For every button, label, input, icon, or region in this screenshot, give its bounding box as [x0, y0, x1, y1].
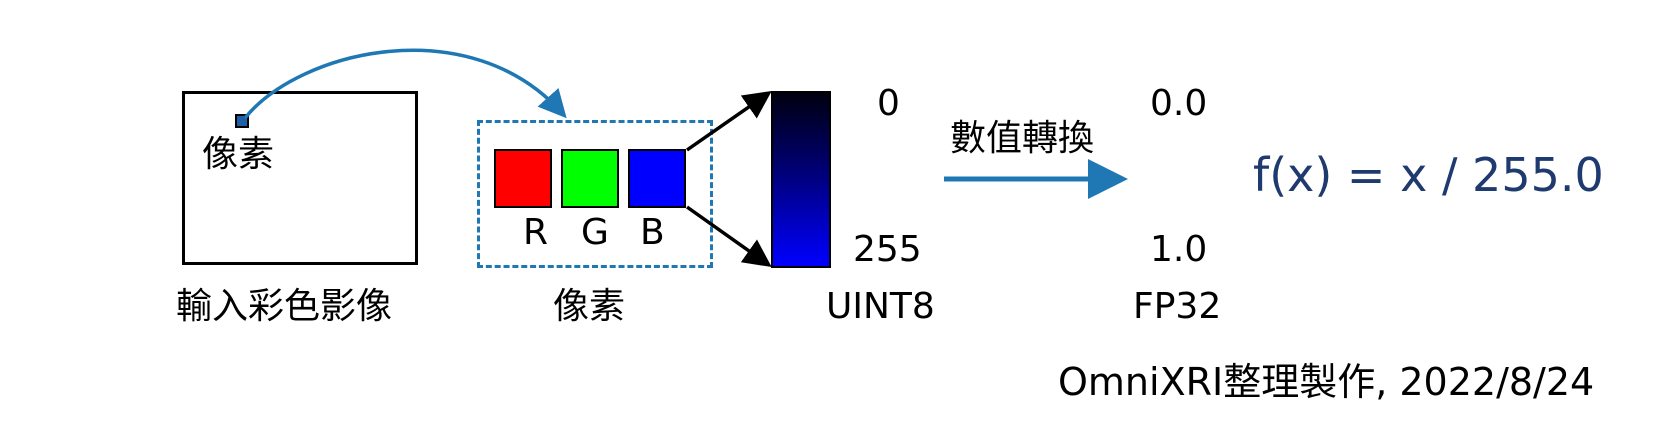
red-channel-label: R	[523, 212, 549, 253]
pixel-detail-box	[477, 120, 713, 268]
pixel-curve-arrow	[243, 48, 567, 120]
blue-channel-swatch	[628, 149, 686, 208]
blue-channel-label: B	[640, 212, 665, 253]
fp32-caption: FP32	[1133, 286, 1222, 327]
uint8-gradient-bar	[771, 91, 831, 268]
conversion-formula: f(x) = x / 255.0	[1253, 148, 1604, 202]
red-channel-swatch	[494, 149, 552, 208]
input-image-caption: 輸入彩色影像	[176, 286, 393, 327]
blue-to-bar-top-arrow	[686, 91, 772, 152]
input-image-frame	[182, 91, 418, 265]
input-image-pixel-label: 像素	[202, 134, 275, 175]
green-channel-label: G	[581, 212, 609, 253]
uint8-max-label: 255	[853, 229, 922, 270]
green-channel-swatch	[561, 149, 619, 208]
conversion-label: 數值轉換	[950, 118, 1095, 159]
fp32-max-label: 1.0	[1150, 229, 1208, 270]
uint8-caption: UINT8	[826, 286, 935, 327]
credit-text: OmniXRI整理製作, 2022/8/24	[1058, 360, 1595, 404]
uint8-min-label: 0	[877, 83, 900, 124]
blue-to-bar-bottom-arrow	[685, 205, 772, 268]
fp32-min-label: 0.0	[1150, 83, 1208, 124]
pixel-caption: 像素	[553, 286, 626, 327]
